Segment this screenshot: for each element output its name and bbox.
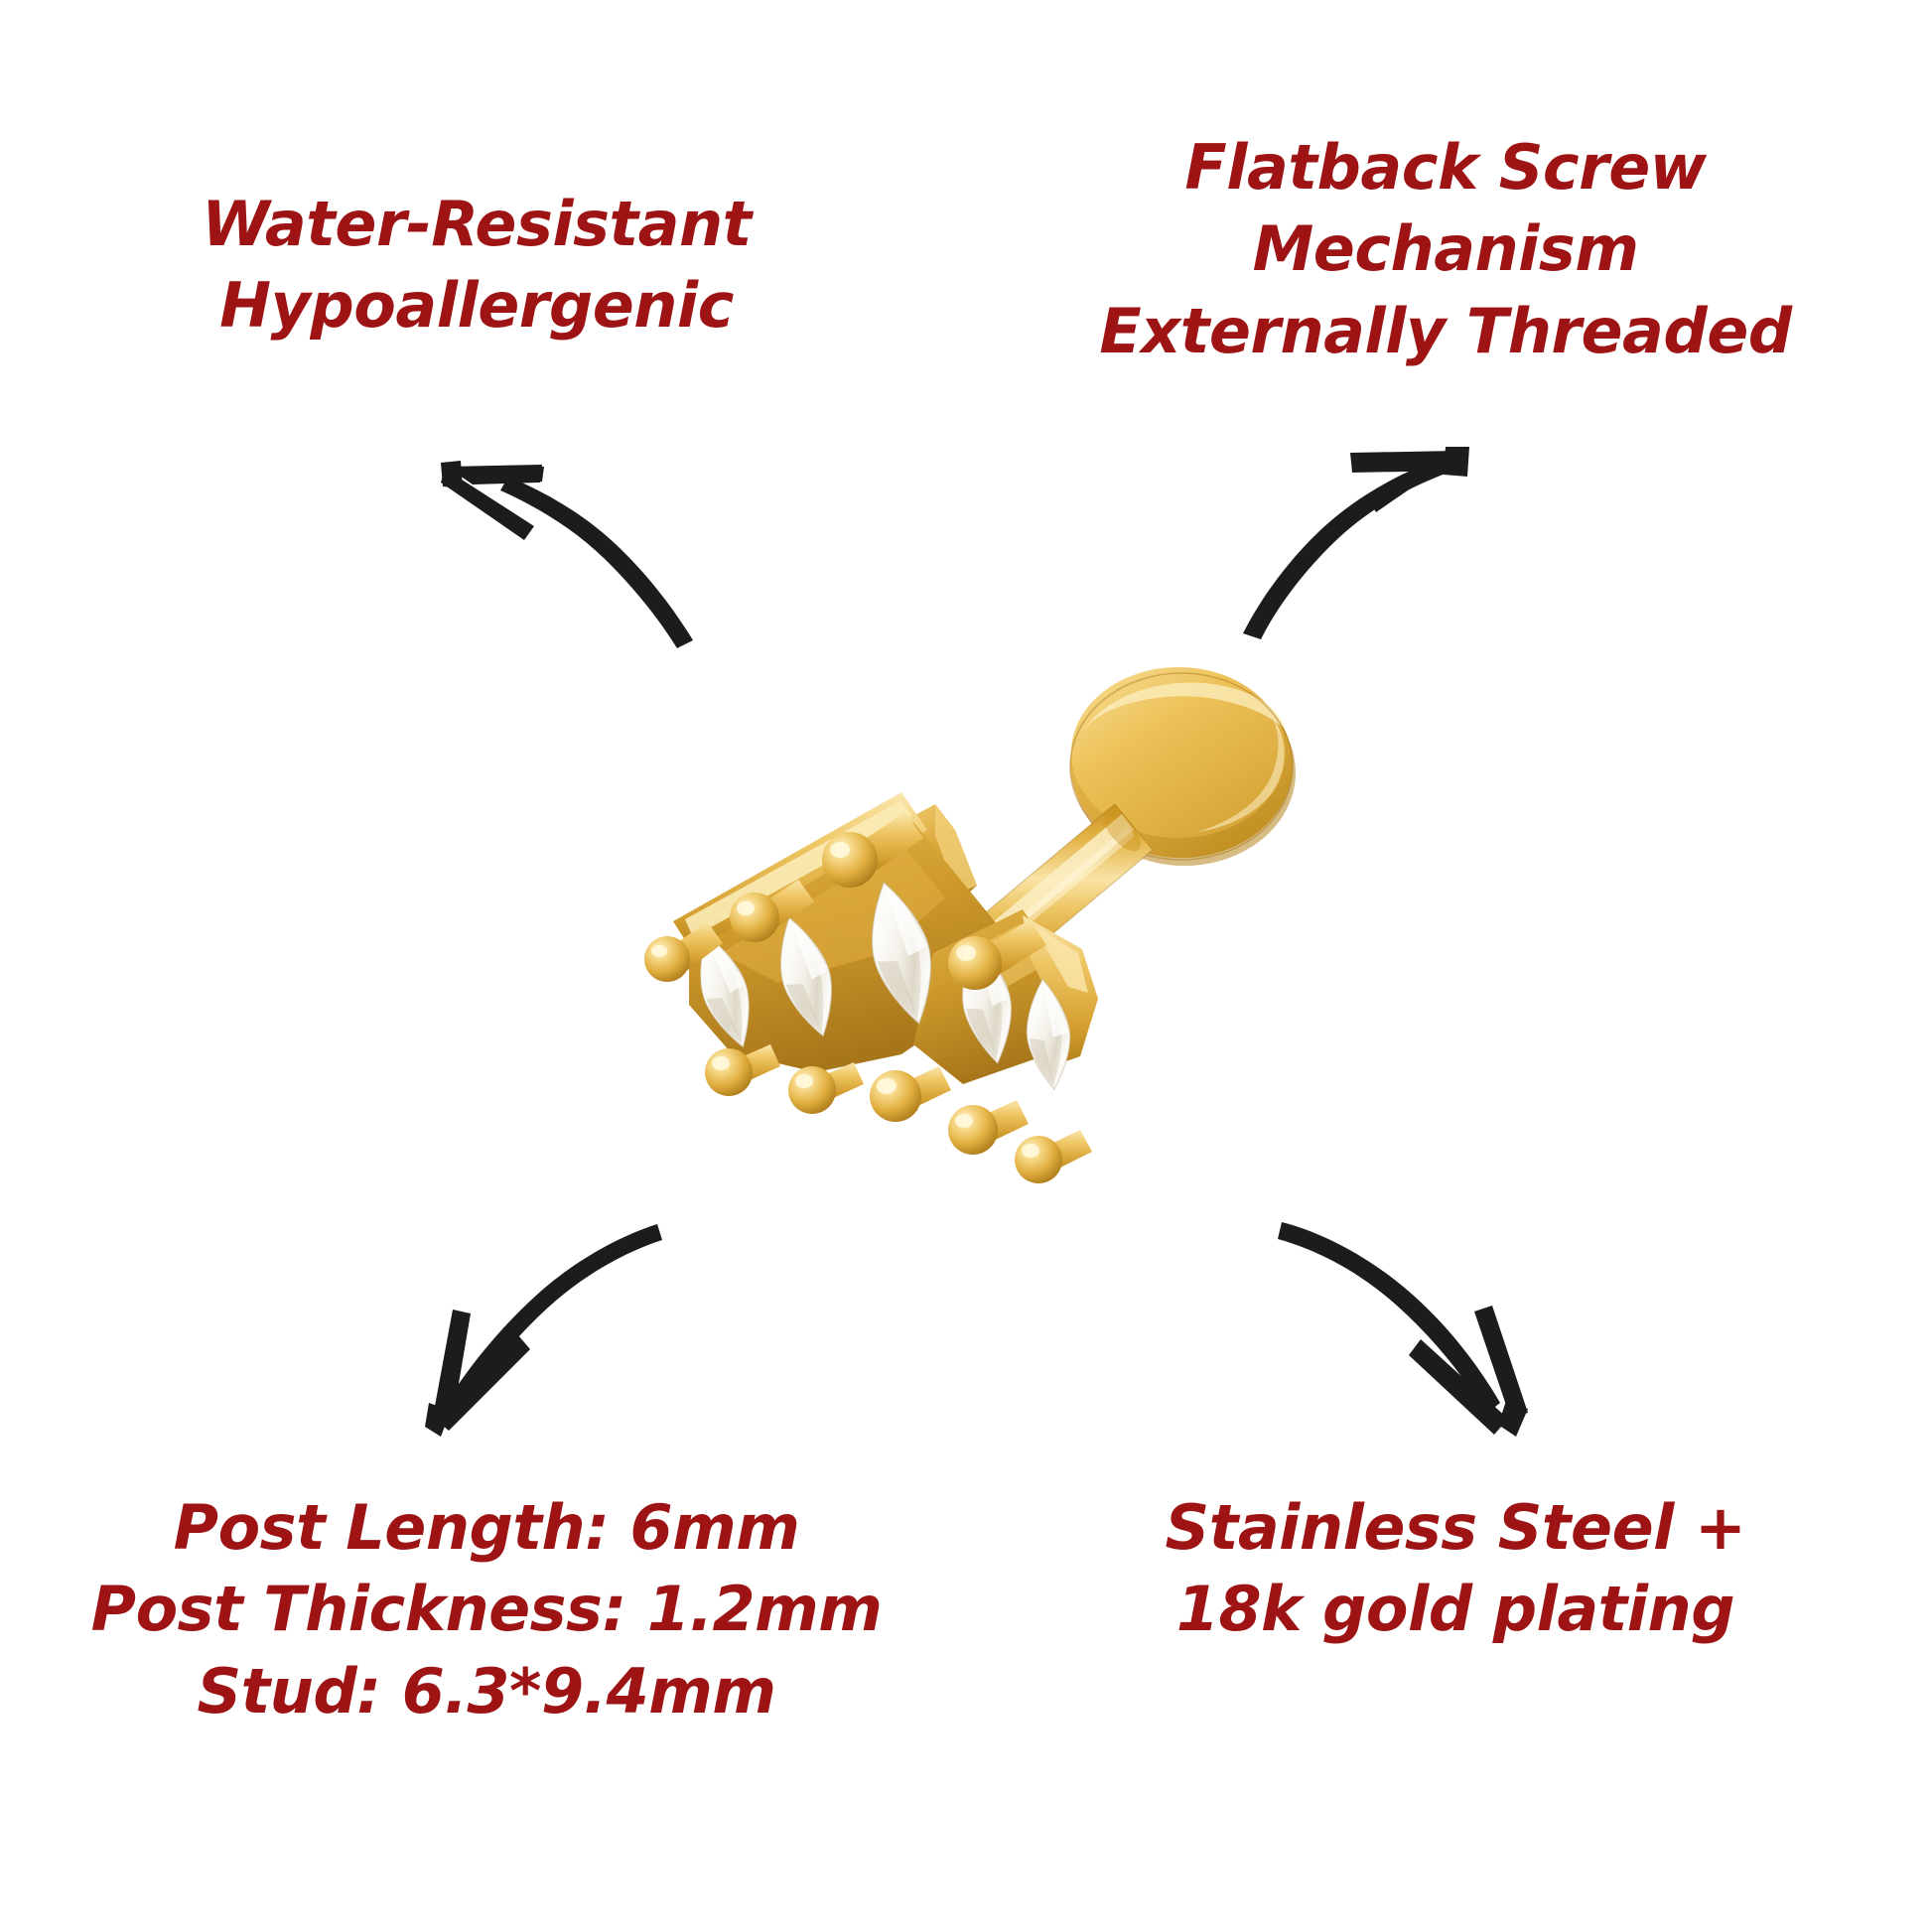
flatback-disc: [1069, 667, 1296, 866]
prong-mid-right: [948, 919, 1046, 990]
ball-prongs: [644, 812, 1092, 1183]
prong-top-2: [730, 880, 814, 942]
annotation-dimensions: Post Length: 6mm Post Thickness: 1.2mm S…: [40, 1487, 933, 1732]
annotation-line: Externally Threaded: [1099, 294, 1792, 367]
arrow-to-top-right: [1243, 447, 1469, 639]
annotation-line: Post Thickness: 1.2mm: [90, 1573, 883, 1646]
arrow-to-top-left: [441, 461, 693, 648]
annotation-material: Stainless Steel + 18k gold plating: [1038, 1487, 1872, 1651]
annotation-line: Stud: 6.3*9.4mm: [197, 1654, 776, 1727]
annotation-line: Water-Resistant: [202, 188, 752, 260]
annotation-line: Flatback Screw: [1184, 131, 1707, 204]
prong-bottom-5: [1015, 1130, 1092, 1183]
arrow-to-bottom-right: [1278, 1222, 1528, 1437]
annotation-line: Mechanism: [1252, 212, 1639, 286]
prong-bottom-2: [788, 1062, 864, 1114]
flatback-labret-earring: [586, 655, 1320, 1231]
annotation-line: Post Length: 6mm: [173, 1491, 800, 1564]
annotation-water-resistant: Water-Resistant Hypoallergenic: [60, 184, 894, 347]
annotation-line: Hypoallergenic: [219, 269, 734, 343]
prong-bottom-1: [705, 1044, 780, 1096]
annotation-line: Stainless Steel +: [1165, 1491, 1746, 1564]
prong-top-3: [822, 812, 923, 888]
prong-top-1: [644, 921, 723, 982]
annotation-line: 18k gold plating: [1175, 1573, 1735, 1646]
prong-bottom-4: [948, 1100, 1029, 1155]
annotation-flatback-screw: Flatback Screw Mechanism Externally Thre…: [999, 127, 1892, 372]
arrow-to-bottom-left: [425, 1224, 662, 1437]
prong-bottom-3: [870, 1066, 951, 1122]
